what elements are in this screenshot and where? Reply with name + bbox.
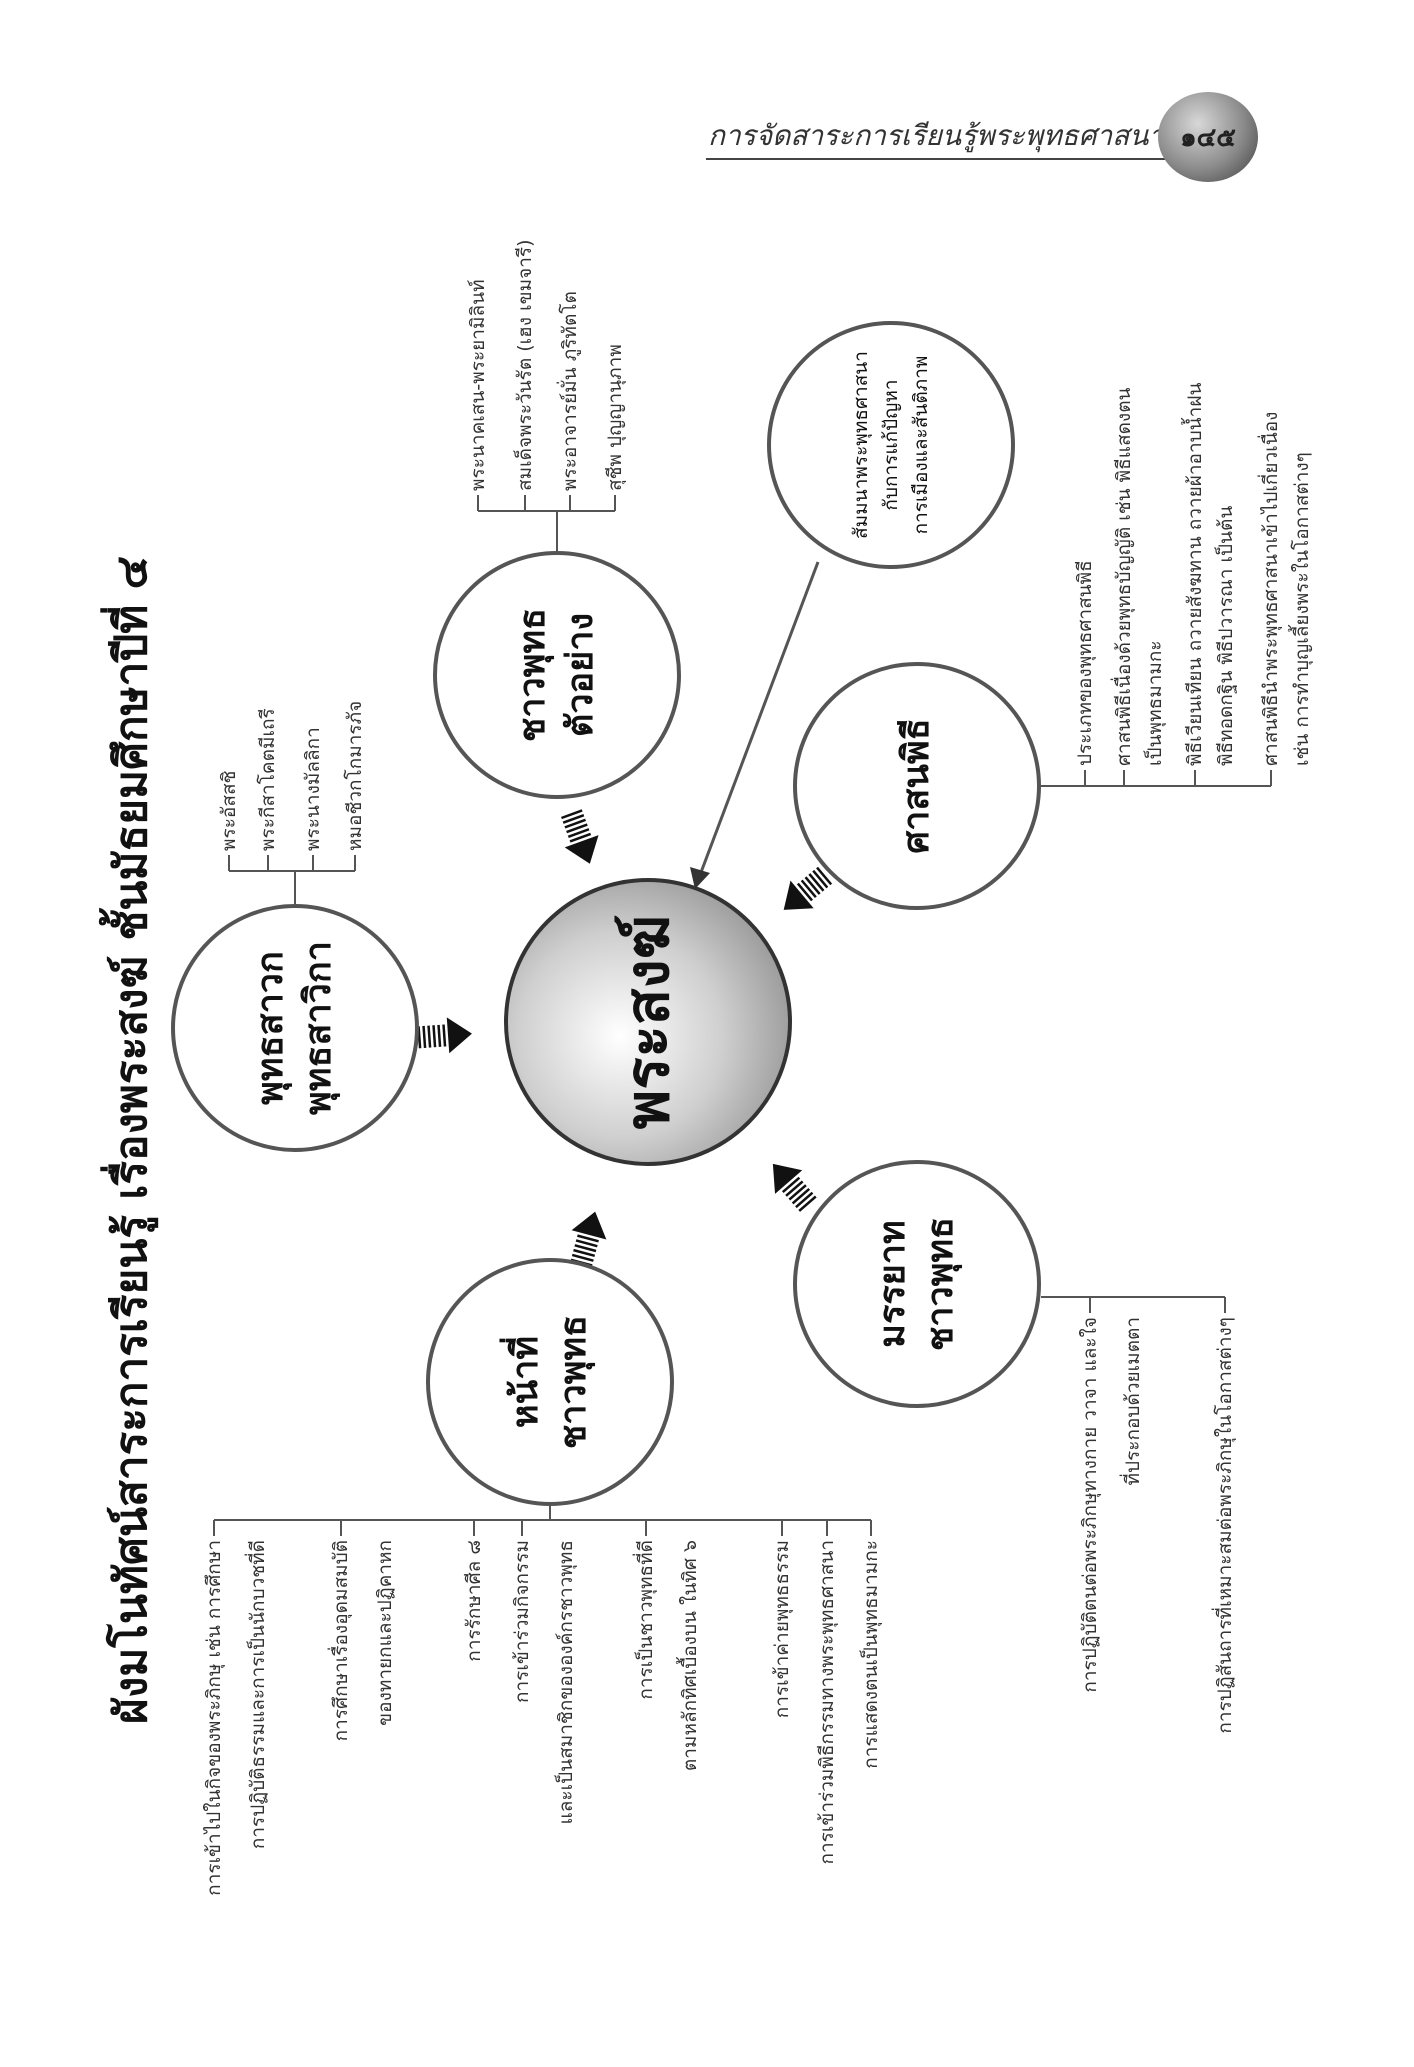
list-item-line: พระอัสสชิ	[218, 770, 240, 851]
node-label-line: สัมมนาพระพุทธศาสนา	[850, 351, 872, 539]
page-number-badge: ๑๔๕	[1158, 92, 1258, 182]
node-label-line: พุทธสาวก	[250, 951, 291, 1105]
node-label-line: ชาวพุทธ	[553, 1314, 594, 1450]
node-seminar: สัมมนาพระพุทธศาสนา กับการแก้ปัญหา การเมือง…	[767, 321, 1015, 569]
list-item: หมอชีวกโกมารภัจ	[340, 701, 370, 851]
seminar-link-line	[698, 561, 820, 876]
list-item-line: ที่ประกอบด้วยเมตตา	[1121, 1317, 1144, 1486]
list-item: การเข้าร่วมกิจกรรม และเป็นสมาชิกขององค์กร…	[500, 1540, 588, 1825]
list-item-line: การเข้าร่วมพิธีกรรมทางพระพุทธศาสนา	[816, 1540, 838, 1865]
list-item-line: ศาสนพิธีนำพระพุทธศาสนาเข้าไปเกี่ยวเนื่อง	[1259, 411, 1282, 766]
list-item-line: สุชีพ ปุญญานุภาพ	[604, 344, 626, 491]
node-label-line: การเมืองและสันติภาพ	[910, 355, 932, 535]
list-item: การเป็นชาวพุทธที่ดี ตามหลักทิศเบื้องบน ใน…	[624, 1540, 712, 1771]
list-item: การเข้าค่ายพุทธธรรม	[760, 1540, 804, 1718]
list-item-line: ตามหลักทิศเบื้องบน ในทิศ ๖	[679, 1540, 701, 1772]
header-rule	[706, 158, 1166, 160]
list-item: ศาสนพิธีเนื่องด้วยพุทธบัญญัติ เช่น พิธีแ…	[1109, 387, 1171, 766]
list-item: การศึกษาเรื่องอุดมสมบัติ ของทายกและปฏิคาห…	[319, 1540, 407, 1741]
center-node-phra-song: พระสงฆ์	[504, 878, 792, 1166]
list-item: พิธีเวียนเทียน ถวายสังฆทาน ถวายผ้าอาบน้ำ…	[1180, 383, 1242, 766]
list-item: พระนาคเสน-พระยามิลินท์	[463, 279, 493, 491]
node-natee: หน้าที่ชาวพุทธ	[426, 1258, 674, 1506]
list-item: พระอาจารย์มั่น ภูริทัตโต	[555, 291, 585, 491]
node-label-line: มรรยาท	[872, 1220, 913, 1348]
list-item-line: ประเภทของพุทธศาสนพิธี	[1073, 560, 1096, 766]
list-item-line: พระกีสาโคตมีเถรี	[257, 708, 279, 851]
page-number: ๑๔๕	[1180, 122, 1236, 153]
header-title: การจัดสาระการเรียนรู้พระพุทธศาสนา	[708, 119, 1165, 152]
list-item: การปฏิบัติตนต่อพระภิกษุทางกาย วาจา และใจ…	[1069, 1317, 1155, 1693]
center-label: พระสงฆ์	[613, 914, 683, 1130]
list-item: พระอัสสชิ	[214, 771, 244, 851]
arrowhead-icon	[690, 867, 710, 889]
list-item-line: การปฏิบัติตนต่อพระภิกษุทางกาย วาจา และใจ	[1078, 1317, 1101, 1693]
list-item-line: การเข้าร่วมกิจกรรม	[511, 1540, 533, 1704]
list-item-line: ของทายกและปฏิคาหก	[374, 1540, 396, 1726]
list-item-line: สมเด็จพระวันรัต (เฮง เขมจารี)	[514, 239, 536, 491]
node-tuayang: ชาวพุทธตัวอย่าง	[433, 551, 681, 799]
list-item: การรักษาศีล ๘	[452, 1540, 496, 1662]
list-item-line: การเข้าไปในกิจของพระภิกษุ เช่น การศึกษา	[203, 1540, 225, 1896]
list-item-line: พระอาจารย์มั่น ภูริทัตโต	[559, 291, 581, 491]
hatched-arrow-icon	[561, 809, 599, 864]
node-label-line: หน้าที่	[505, 1335, 546, 1429]
node-label-line: พุทธสาวิกา	[298, 941, 339, 1115]
page-title: ผังมโนทัศน์สาระการเรียนรู้ เรื่องพระสงฆ์…	[106, 556, 157, 1724]
list-item: พระกีสาโคตมีเถรี	[253, 708, 283, 851]
hatched-arrow-icon	[772, 1163, 817, 1212]
node-label-line: ชาวพุทธ	[512, 607, 553, 743]
list-item-line: การปฏิบัติธรรมและการเป็นนักบวชที่ดี	[247, 1540, 269, 1850]
list-item: ประเภทของพุทธศาสนพิธี	[1070, 560, 1101, 766]
node-label-line: ตัวอย่าง	[560, 612, 601, 738]
list-item: สุชีพ ปุญญานุภาพ	[600, 344, 630, 491]
list-item: สมเด็จพระวันรัต (เฮง เขมจารี)	[510, 239, 540, 491]
list-item-line: เป็นพุทธมามกะ	[1143, 640, 1166, 766]
list-item-line: การปฏิสันถารที่เหมาะสมต่อพระภิกษุในโอกาส…	[1213, 1317, 1236, 1734]
list-item: การแสดงตนเป็นพุทธมามกะ	[849, 1540, 893, 1769]
node-sawok: พุทธสาวกพุทธสาวิกา	[171, 904, 419, 1152]
running-header: การจัดสาระการเรียนรู้พระพุทธศาสนา ๑๔๕	[700, 92, 1260, 182]
list-item: การปฏิสันถารที่เหมาะสมต่อพระภิกษุในโอกาส…	[1204, 1317, 1247, 1734]
node-pithi: ศาสนพิธี	[793, 662, 1041, 910]
list-item: การเข้าร่วมพิธีกรรมทางพระพุทธศาสนา	[805, 1540, 849, 1865]
list-item-line: พิธีทอดกฐิน พิธีปวารณา เป็นต้น	[1214, 505, 1237, 766]
node-label-line: กับการแก้ปัญหา	[880, 379, 902, 511]
hatched-arrow-icon	[783, 866, 833, 910]
list-item: ศาสนพิธีนำพระพุทธศาสนาเข้าไปเกี่ยวเนื่อง…	[1256, 412, 1318, 766]
list-item-line: พิธีเวียนเทียน ถวายสังฆทาน ถวายผ้าอาบน้ำ…	[1183, 382, 1206, 766]
list-item-line: ศาสนพิธีเนื่องด้วยพุทธบัญญัติ เช่น พิธีแ…	[1112, 387, 1135, 766]
list-item-line: การเป็นชาวพุทธที่ดี	[635, 1540, 657, 1700]
list-item-line: พระนาคเสน-พระยามิลินท์	[467, 279, 489, 491]
list-item: พระนางมัลลิกา	[298, 727, 328, 851]
list-item-line: พระนางมัลลิกา	[302, 727, 324, 851]
node-marayat: มรรยาทชาวพุทธ	[793, 1160, 1041, 1408]
list-item: การเข้าไปในกิจของพระภิกษุ เช่น การศึกษา ก…	[192, 1540, 280, 1896]
list-item-line: เช่น การทำบุญเลี้ยงพระในโอกาสต่างๆ	[1290, 452, 1313, 766]
list-item-line: การรักษาศีล ๘	[463, 1540, 485, 1662]
list-item-line: หมอชีวกโกมารภัจ	[344, 700, 366, 851]
node-label-line: ศาสนพิธี	[896, 718, 937, 854]
node-label-line: ชาวพุทธ	[920, 1216, 961, 1352]
list-item-line: การแสดงตนเป็นพุทธมามกะ	[860, 1540, 882, 1769]
hatched-arrow-icon	[417, 1017, 472, 1054]
list-item-line: การเข้าค่ายพุทธธรรม	[771, 1540, 793, 1719]
list-item-line: และเป็นสมาชิกขององค์กรชาวพุทธ	[555, 1540, 577, 1825]
list-item-line: การศึกษาเรื่องอุดมสมบัติ	[330, 1540, 352, 1742]
